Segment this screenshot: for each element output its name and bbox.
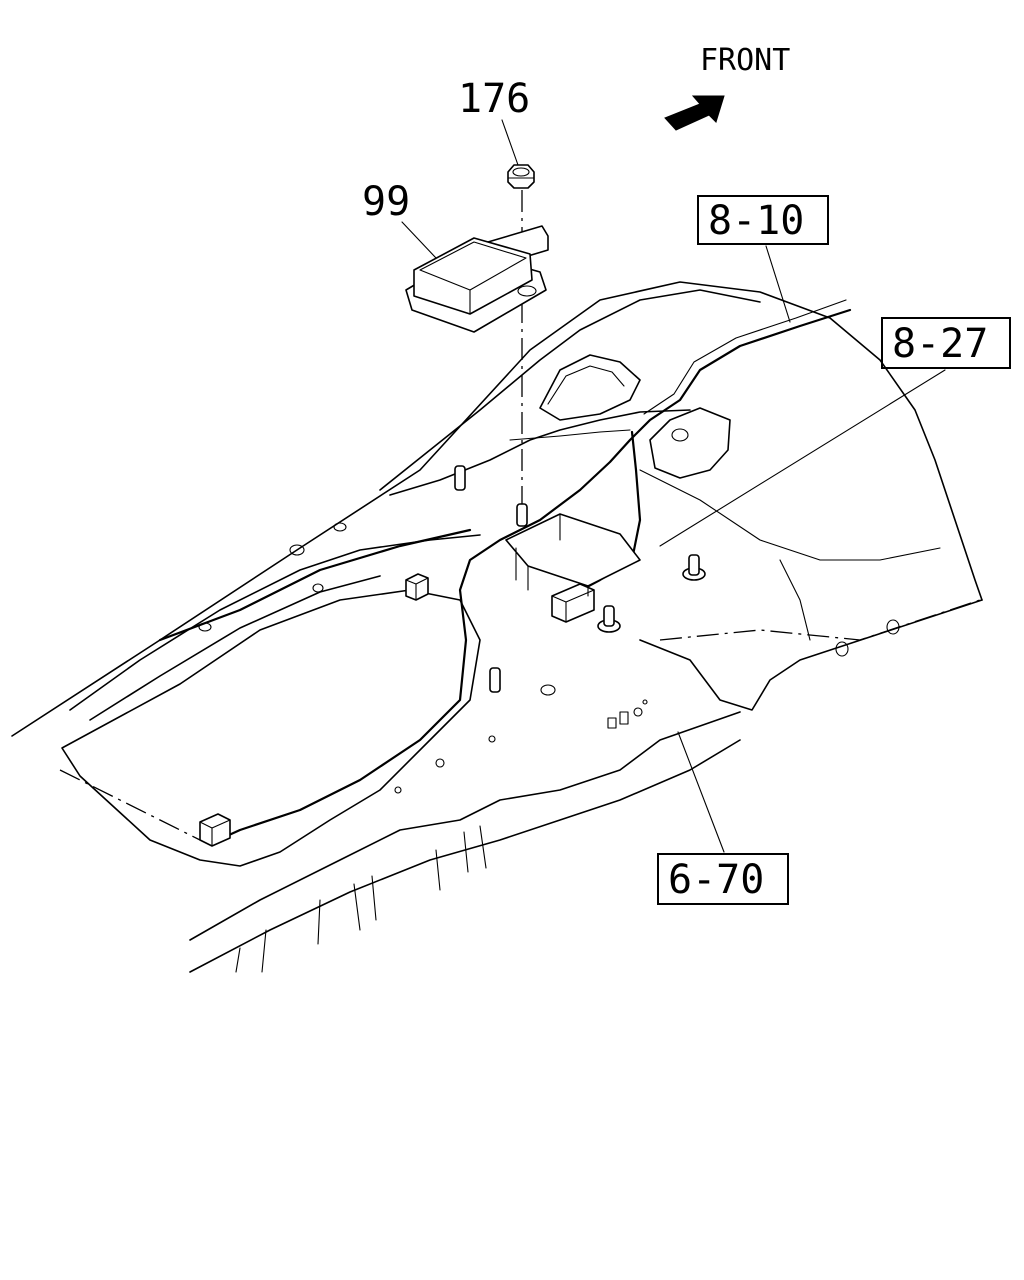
part-176-label: 176 — [458, 76, 530, 122]
stud-icon — [516, 503, 528, 527]
floor-panel — [11, 281, 983, 973]
part-99-leader — [401, 221, 437, 259]
studs — [454, 465, 706, 693]
panel-holes — [198, 428, 900, 794]
control-module-icon — [405, 225, 549, 333]
reference-8-10-leader — [765, 245, 791, 323]
reference-box-6-70 — [657, 853, 789, 905]
reference-8-27-label: 8-27 — [892, 321, 988, 367]
stud-icon — [682, 554, 706, 581]
front-indicator: FRONT — [664, 43, 790, 131]
stud-icon — [454, 465, 466, 491]
part-176: 176 — [458, 76, 535, 189]
nut-icon — [507, 164, 535, 189]
front-arrow-icon — [664, 95, 725, 131]
connectors — [199, 573, 595, 847]
reference-8-27: 8-27 — [659, 317, 1011, 547]
reference-6-70-label: 6-70 — [668, 857, 764, 903]
mounting-bracket — [505, 513, 641, 597]
reference-8-10-label: 8-10 — [708, 198, 804, 244]
stud-icon — [597, 605, 621, 633]
wiring-harness — [158, 299, 852, 842]
stud-icon — [489, 667, 501, 693]
reference-box-8-27 — [881, 317, 1011, 369]
front-label: FRONT — [700, 43, 790, 78]
reference-6-70: 6-70 — [657, 731, 789, 905]
connector-icon — [199, 813, 231, 847]
part-99: 99 — [362, 179, 549, 333]
reference-8-10: 8-10 — [697, 195, 829, 323]
part-99-label: 99 — [362, 179, 410, 225]
part-176-leader — [501, 119, 519, 166]
connector-icon — [405, 573, 429, 601]
reference-6-70-leader — [677, 731, 725, 853]
reference-box-8-10 — [697, 195, 829, 245]
reference-8-27-leader — [659, 369, 946, 547]
